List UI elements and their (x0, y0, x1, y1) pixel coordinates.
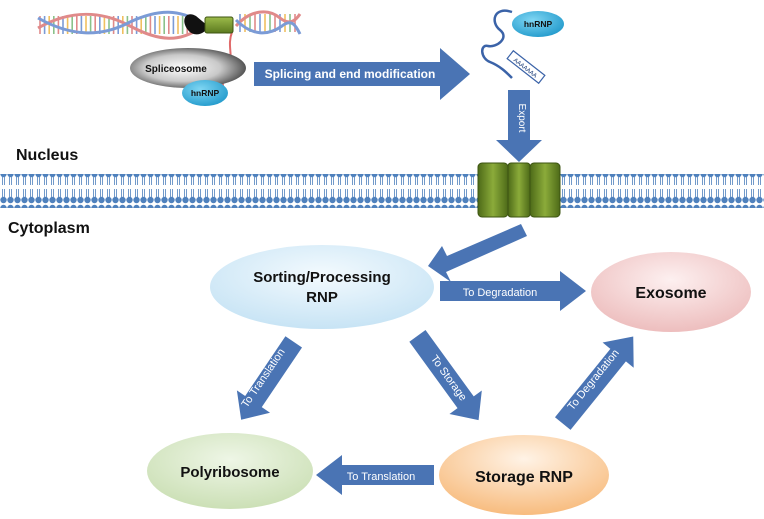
sorting-to-storage-arrow (409, 330, 482, 421)
spliceosome-label: Spliceosome (145, 64, 207, 75)
hnrnp-export-shape (512, 11, 564, 37)
sorting-to-exosome-arrow (440, 271, 586, 311)
sorting-label-line1: Sorting/Processing (253, 269, 391, 286)
cytoplasm-label: Cytoplasm (8, 220, 90, 237)
storage-to-polyribosome-arrow (316, 455, 434, 495)
sorting-to-storage-label: To Storage (428, 353, 469, 403)
polyribosome-node (147, 433, 313, 509)
hnrnp-export-label: hnRNP (524, 19, 553, 29)
sorting-processing-rnp-node (210, 245, 434, 329)
storage-to-exosome-arrow (554, 336, 634, 430)
polyribosome-label: Polyribosome (180, 464, 279, 481)
storage-rnp-node (439, 435, 609, 515)
storage-to-polyribosome-label: To Translation (347, 471, 415, 483)
sorting-to-polyribosome-arrow (236, 336, 303, 420)
sorting-label-line2: RNP (306, 289, 338, 306)
storage-to-exosome-label: To Degradation (566, 347, 622, 413)
splicing-arrow-label: Splicing and end modification (265, 67, 436, 81)
exosome-label: Exosome (635, 285, 706, 302)
hnrnp-splice-shape (182, 80, 228, 106)
hnrnp-splice-label: hnRNP (191, 88, 220, 98)
spliceosome-shape (130, 48, 246, 88)
pore-to-sorting-arrow (428, 224, 527, 282)
nuclear-membrane (0, 174, 764, 208)
splicing-arrow (254, 48, 470, 100)
export-arrow-label: Export (516, 104, 527, 133)
exosome-node (591, 252, 751, 332)
storage-rnp-label: Storage RNP (475, 469, 573, 486)
sorting-to-exosome-label: To Degradation (463, 287, 538, 299)
export-arrow (496, 90, 542, 162)
nucleus-label: Nucleus (16, 147, 78, 164)
nuclear-pore-icon (477, 162, 561, 218)
